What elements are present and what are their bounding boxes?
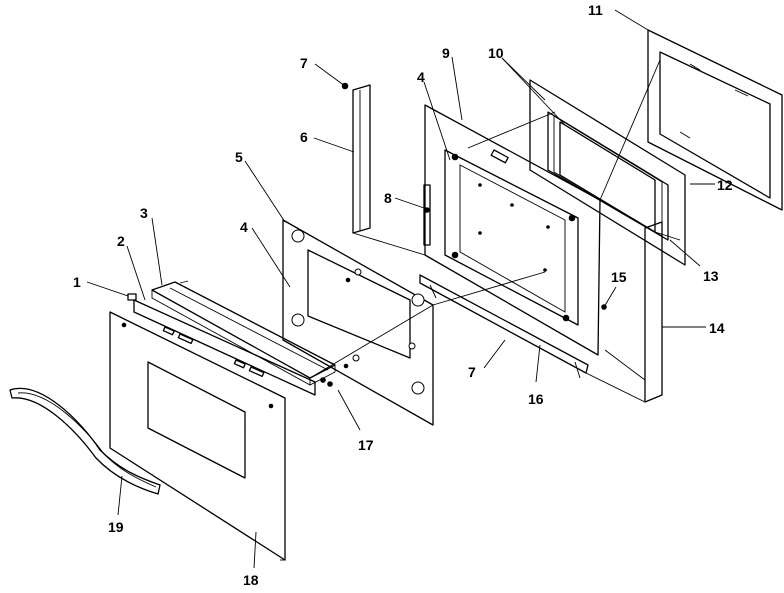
screws-part-17	[320, 377, 333, 387]
clip-part-1	[127, 293, 137, 301]
callout-5: 5	[235, 149, 243, 165]
callout-6: 6	[300, 129, 308, 145]
vent-channel	[151, 280, 336, 386]
door-handle	[9, 387, 161, 495]
side-channel	[352, 84, 371, 234]
door-trim	[133, 299, 316, 396]
callout-labels: 1 2 3 4 4 5 6 7 7 8 9 10 11 12 13 14 15 …	[73, 2, 733, 588]
callout-3: 3	[140, 205, 148, 221]
callout-4a: 4	[240, 219, 248, 235]
callout-16: 16	[528, 391, 544, 407]
callout-19: 19	[108, 519, 124, 535]
bottom-rail	[419, 274, 589, 379]
callout-15: 15	[611, 269, 627, 285]
outer-frame	[647, 29, 783, 211]
callout-8: 8	[384, 190, 392, 206]
callout-7b: 7	[468, 364, 476, 380]
callout-11: 11	[588, 2, 603, 18]
callout-13: 13	[703, 268, 719, 284]
callout-9: 9	[442, 45, 450, 61]
callout-10: 10	[488, 45, 504, 61]
callout-14: 14	[709, 320, 725, 336]
assembly-guide-lines	[280, 59, 681, 561]
callout-4b: 4	[417, 69, 425, 85]
hinge-bracket	[423, 184, 431, 246]
callout-18: 18	[243, 572, 259, 588]
inner-door-panel	[282, 219, 434, 426]
door-liner	[424, 104, 601, 356]
callout-17: 17	[358, 437, 374, 453]
callout-1: 1	[73, 274, 81, 290]
leader-lines	[86, 9, 715, 569]
callout-2: 2	[117, 233, 125, 249]
callout-7a: 7	[300, 55, 308, 71]
callout-12: 12	[717, 177, 733, 193]
side-panel	[644, 221, 663, 403]
